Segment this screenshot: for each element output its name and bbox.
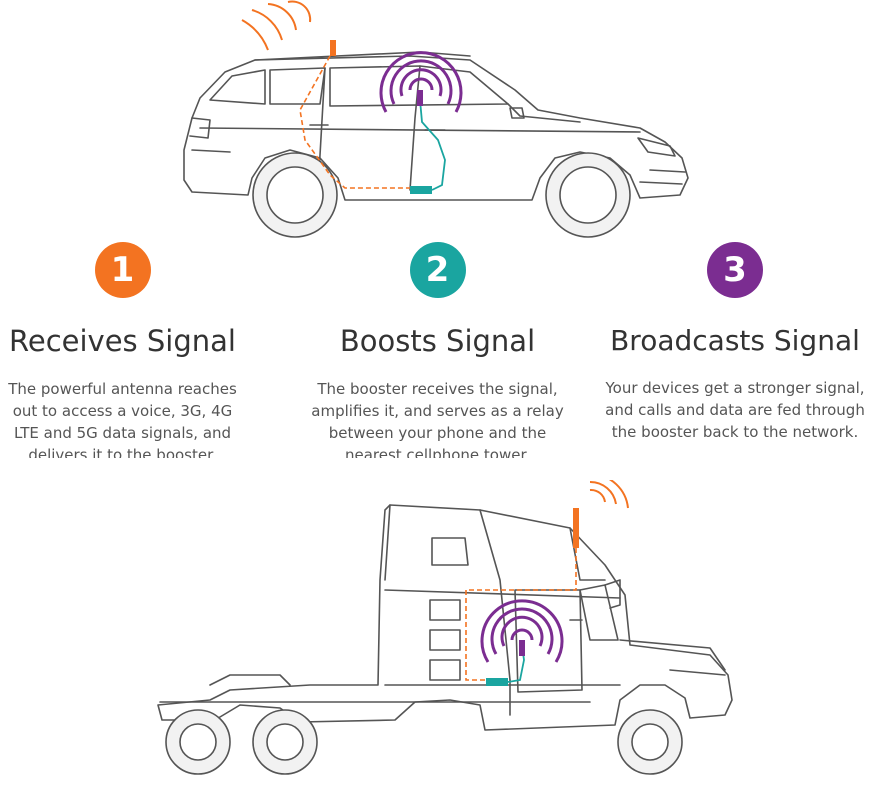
step-broadcasts: 3 Broadcasts Signal Your devices get a s… <box>600 242 870 457</box>
step-description: Your devices get a stronger signal, and … <box>605 379 865 441</box>
suv-rear-wheel <box>252 152 338 238</box>
suv-booster-unit <box>410 186 432 194</box>
suv-illustration <box>183 0 689 238</box>
truck-booster-unit <box>486 678 508 686</box>
step-description: The powerful antenna reaches out to acce… <box>8 380 237 458</box>
step-number-badge: 3 <box>707 242 763 298</box>
truck-front-wheel <box>617 709 683 775</box>
step-title: Receives Signal <box>9 324 236 358</box>
truck-antenna-signal-icon <box>589 480 629 509</box>
truck-inside-antenna <box>519 640 525 656</box>
suv-inside-cable <box>419 99 446 191</box>
truck-rear-wheel-2 <box>252 709 318 775</box>
suv-antenna-signal-icon <box>241 0 312 51</box>
suv-outside-antenna <box>330 40 336 56</box>
step-boosts: 2 Boosts Signal The booster receives the… <box>305 242 570 458</box>
suv-body <box>183 55 689 201</box>
suv-middle-window <box>269 67 326 105</box>
suv-antenna-cable <box>299 55 420 189</box>
step-number-badge: 2 <box>409 242 466 298</box>
truck-broadcast-icon <box>480 599 564 663</box>
truck-windshield <box>579 584 619 641</box>
step-description: The booster receives the signal, amplifi… <box>311 380 564 458</box>
truck-illustration <box>157 480 733 775</box>
truck-rear-wheel-1 <box>165 709 231 775</box>
truck-sleeper-window <box>431 537 469 566</box>
truck-outside-antenna <box>573 508 579 548</box>
suv-front-wheel <box>545 152 631 238</box>
step-receives: 1 Receives Signal The powerful antenna r… <box>0 242 245 458</box>
suv-inside-antenna <box>417 90 423 106</box>
step-title: Boosts Signal <box>339 324 536 358</box>
step-title: Broadcasts Signal <box>610 324 860 357</box>
suv-broadcast-icon <box>379 51 463 113</box>
step-number-badge: 1 <box>94 242 151 298</box>
truck-antenna-cable <box>465 548 577 681</box>
suv-rear-window <box>209 69 266 105</box>
